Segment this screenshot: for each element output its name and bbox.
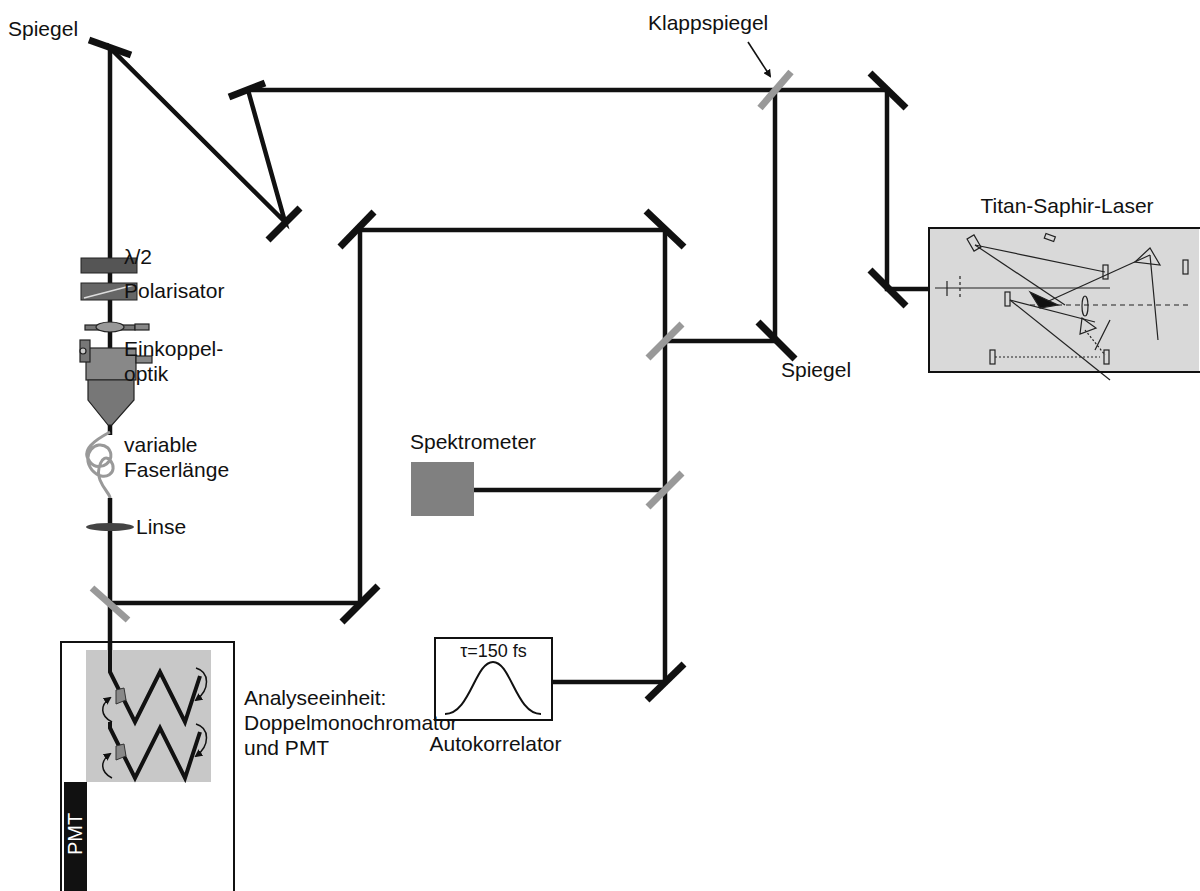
coupling-optics bbox=[80, 348, 86, 354]
laser-sketch bbox=[1103, 265, 1108, 279]
spectrometer-box: Spektrometer bbox=[411, 462, 474, 516]
laser-sketch bbox=[967, 235, 981, 251]
laser-sketch bbox=[1010, 300, 1110, 380]
monochromator-path bbox=[110, 722, 200, 778]
laser-beam bbox=[474, 488, 665, 493]
turn-arrow bbox=[196, 724, 207, 756]
lens bbox=[86, 523, 134, 531]
part-label: λ/2 bbox=[124, 244, 152, 269]
autocorrelator-box: τ=150 fsAutokorrelator bbox=[434, 637, 553, 721]
laser-sketch bbox=[935, 287, 1110, 288]
laser-sketch bbox=[1183, 260, 1188, 274]
turn-arrow bbox=[103, 668, 207, 778]
coupling-optics bbox=[96, 322, 124, 332]
laser-sketch bbox=[1030, 292, 1058, 308]
laser-sketch bbox=[946, 281, 947, 296]
part-label: Klappspiegel bbox=[648, 10, 768, 35]
laser-sketch bbox=[995, 356, 1100, 357]
monochromator-path bbox=[110, 650, 200, 722]
grating bbox=[116, 688, 126, 760]
laser-beam bbox=[108, 498, 113, 650]
node-label: τ=150 fs bbox=[460, 641, 527, 663]
laser-sketch bbox=[1095, 320, 1110, 350]
mirror bbox=[89, 40, 906, 700]
laser-beam bbox=[110, 230, 665, 603]
mirror bbox=[647, 664, 684, 700]
turn-arrow bbox=[196, 668, 207, 700]
turn-arrow bbox=[103, 698, 112, 722]
grating bbox=[116, 744, 126, 760]
laser-beam bbox=[665, 90, 775, 341]
laser-sketch bbox=[1082, 296, 1088, 316]
laser-beam bbox=[248, 90, 929, 289]
coupling-optics bbox=[80, 340, 90, 362]
node-label: Analyseeinheit: Doppelmonochromator und … bbox=[244, 685, 469, 761]
node-label: Titan-Saphir-Laser bbox=[980, 193, 1153, 218]
beam-splitter bbox=[92, 588, 128, 620]
mirror bbox=[340, 212, 374, 247]
laser-box: Titan-Saphir-Laser bbox=[928, 227, 1200, 373]
beam-splitter bbox=[760, 72, 791, 108]
node-label: Spektrometer bbox=[410, 429, 536, 454]
part-label: Einkoppel- optik bbox=[124, 336, 223, 386]
laser-beam bbox=[110, 48, 929, 682]
part-label: Linse bbox=[136, 514, 186, 539]
laser-sketch bbox=[1135, 248, 1160, 265]
node-label: PMT bbox=[64, 813, 88, 855]
monochromator-path bbox=[110, 650, 200, 778]
mirror bbox=[870, 270, 906, 306]
leader-arrow bbox=[748, 42, 770, 76]
node-label: Autokorrelator bbox=[430, 731, 562, 756]
laser-sketch bbox=[1150, 255, 1158, 340]
laser-sketch bbox=[935, 233, 1190, 380]
laser-sketch bbox=[1104, 350, 1109, 364]
part-label: Spiegel bbox=[8, 16, 78, 41]
fiber-coil bbox=[87, 432, 113, 498]
mirror bbox=[758, 322, 795, 359]
coupling-optics bbox=[135, 324, 149, 330]
mirror bbox=[646, 211, 684, 247]
part-label: Polarisator bbox=[124, 278, 224, 303]
mirror bbox=[268, 208, 300, 240]
mirror bbox=[870, 73, 906, 108]
pmt-box: PMT bbox=[64, 782, 87, 891]
part-label: variable Faserlänge bbox=[124, 432, 229, 482]
laser-beam bbox=[110, 48, 285, 435]
turn-arrow bbox=[103, 754, 112, 778]
laser-sketch bbox=[1044, 233, 1055, 241]
monochromator-ground bbox=[86, 650, 211, 782]
beam-splitter bbox=[92, 72, 791, 620]
laser-sketch bbox=[1080, 318, 1096, 334]
laser-ground bbox=[929, 228, 1199, 372]
laser-sketch bbox=[990, 350, 995, 364]
beam-splitter bbox=[648, 324, 682, 358]
laser-sketch bbox=[1040, 255, 1150, 305]
beam-splitter bbox=[648, 473, 682, 507]
mirror bbox=[89, 40, 131, 55]
fiber-coil bbox=[87, 432, 113, 498]
laser-sketch bbox=[1085, 330, 1105, 355]
part-label: Spiegel bbox=[781, 357, 851, 382]
laser-sketch bbox=[975, 245, 1065, 305]
autocorrelation-curve bbox=[445, 662, 541, 714]
laser-beam bbox=[553, 230, 665, 682]
mirror bbox=[229, 83, 265, 97]
laser-sketch bbox=[1005, 292, 1010, 306]
coupling-optics bbox=[88, 380, 134, 425]
mirror bbox=[342, 586, 378, 622]
analysis-unit-box: Analyseeinheit: Doppelmonochromator und … bbox=[60, 641, 235, 891]
laser-sketch bbox=[959, 276, 960, 300]
grating bbox=[116, 688, 126, 704]
